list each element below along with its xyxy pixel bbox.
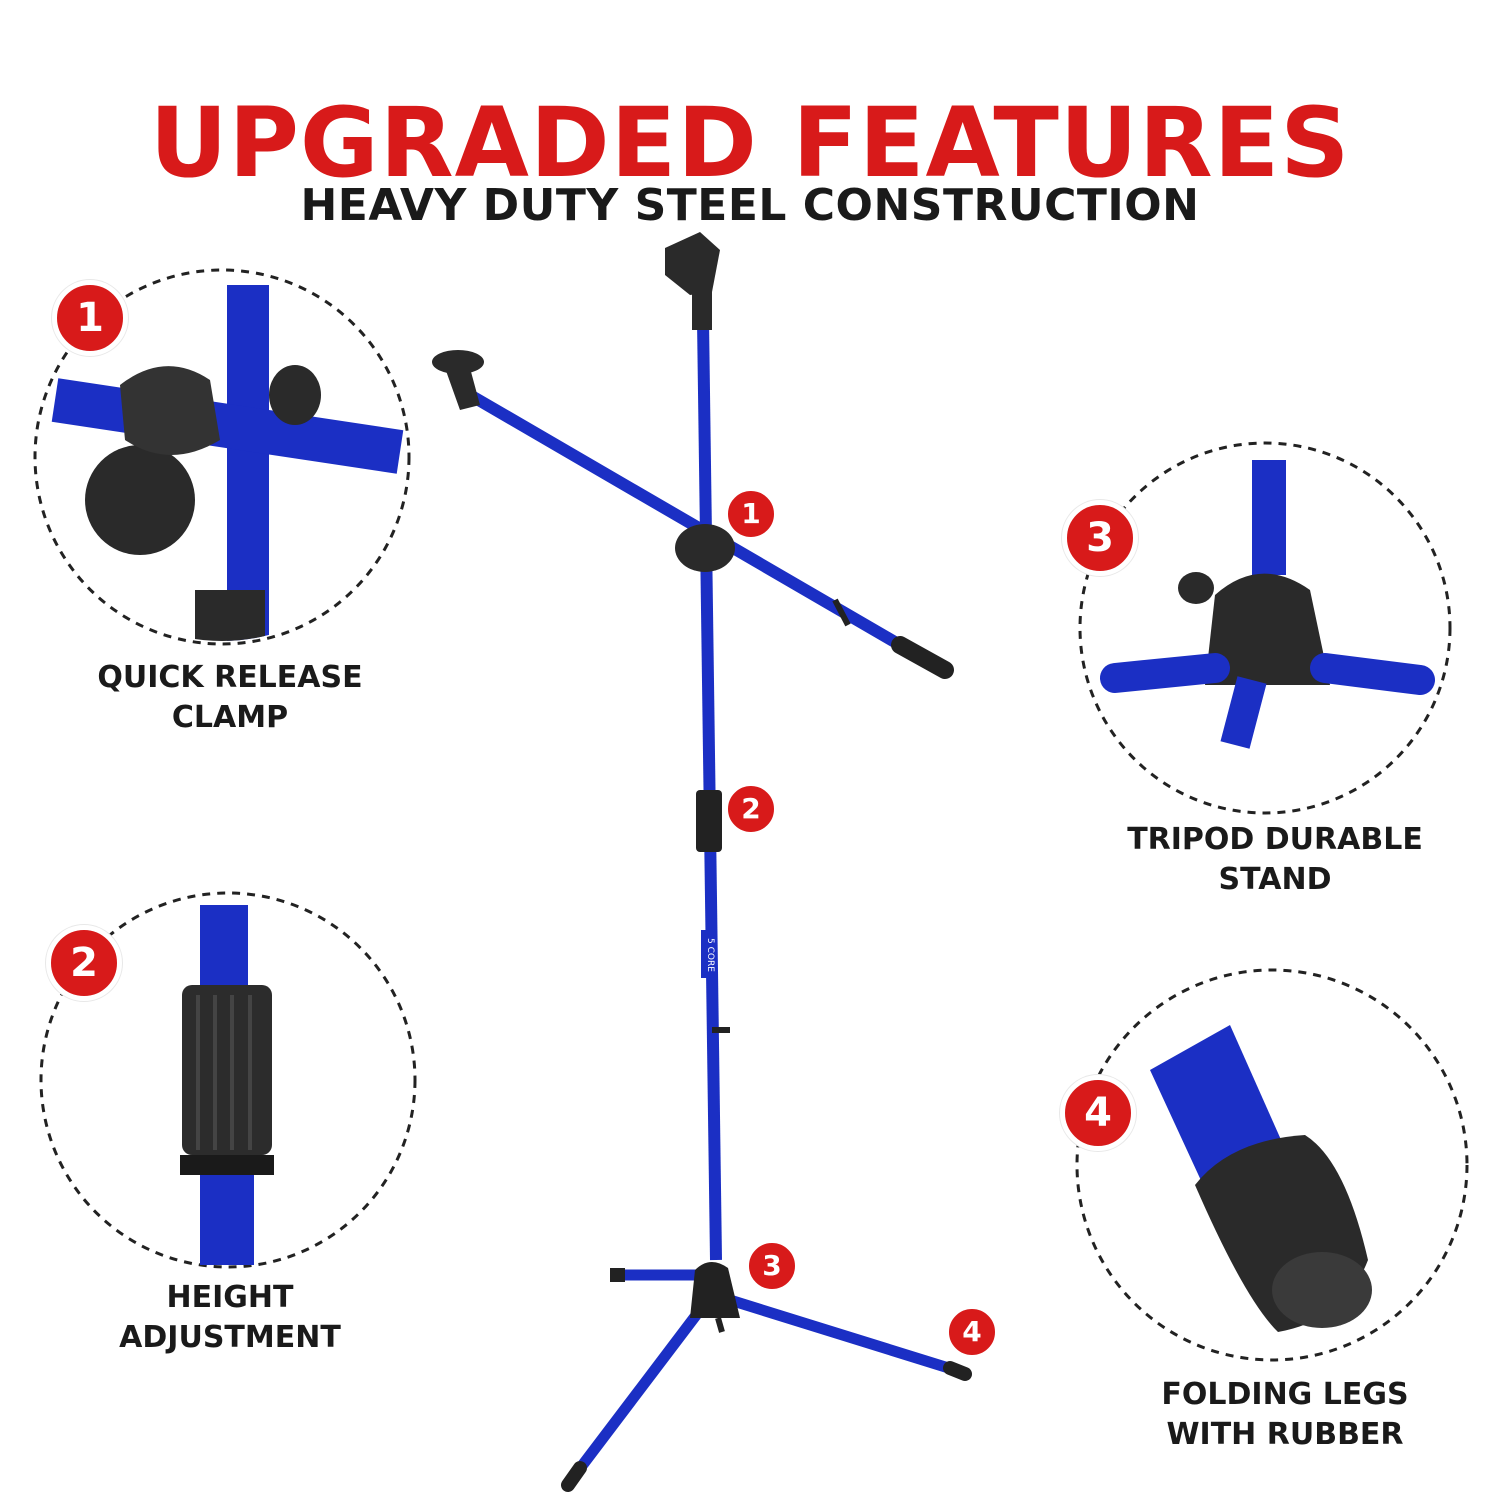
feature-label-legs: FOLDING LEGS WITH RUBBER: [1105, 1375, 1465, 1455]
feature-label-legs-line2: WITH RUBBER: [1166, 1417, 1404, 1452]
boom-mic-clip-icon: [432, 350, 484, 410]
clamp-closeup: [51, 285, 404, 641]
feature-badge-3: 3: [1062, 500, 1138, 576]
detail-circle-legs: [1075, 968, 1469, 1362]
detail-circle-clamp: [33, 268, 411, 646]
stand-marker-2: 2: [725, 783, 777, 835]
feature-label-tripod-line2: STAND: [1218, 862, 1332, 897]
feature-label-tripod: TRIPOD DURABLE STAND: [1095, 820, 1455, 900]
feature-label-legs-line1: FOLDING LEGS: [1161, 1377, 1409, 1412]
detail-circle-tripod: [1078, 441, 1452, 815]
feature-label-height-line1: HEIGHT: [166, 1280, 294, 1315]
rubber-foot-closeup: [1150, 1025, 1372, 1332]
stand-marker-1: 1: [725, 488, 777, 540]
feature-label-clamp: QUICK RELEASE CLAMP: [60, 658, 400, 738]
top-mic-clip-icon: [665, 232, 720, 330]
feature-badge-2: 2: [46, 925, 122, 1001]
detail-circle-height: [39, 891, 417, 1269]
feature-label-height-line2: ADJUSTMENT: [119, 1320, 341, 1355]
tripod-leg-right: [724, 1294, 961, 1376]
tripod-closeup: [1100, 460, 1435, 749]
feature-label-tripod-line1: TRIPOD DURABLE: [1127, 822, 1423, 857]
brand-mark: 5 CORE: [705, 938, 715, 972]
page-title: UPGRADED FEATURES: [149, 87, 1351, 199]
height-closeup: [180, 905, 274, 1265]
feature-label-height: HEIGHT ADJUSTMENT: [60, 1278, 400, 1358]
height-adjuster: [696, 790, 722, 852]
feature-badge-4: 4: [1060, 1075, 1136, 1151]
tripod-hub: [690, 1261, 740, 1318]
stand-marker-3: 3: [746, 1240, 798, 1292]
clamp-knob: [675, 524, 735, 572]
feature-label-clamp-line2: CLAMP: [171, 700, 289, 735]
page-subtitle: HEAVY DUTY STEEL CONSTRUCTION: [300, 180, 1200, 231]
stand-marker-4: 4: [946, 1306, 998, 1358]
tripod-leg-front: [569, 1304, 706, 1481]
feature-label-clamp-line1: QUICK RELEASE: [97, 660, 363, 695]
boom-arm: [464, 389, 906, 651]
feature-badge-1: 1: [52, 280, 128, 356]
